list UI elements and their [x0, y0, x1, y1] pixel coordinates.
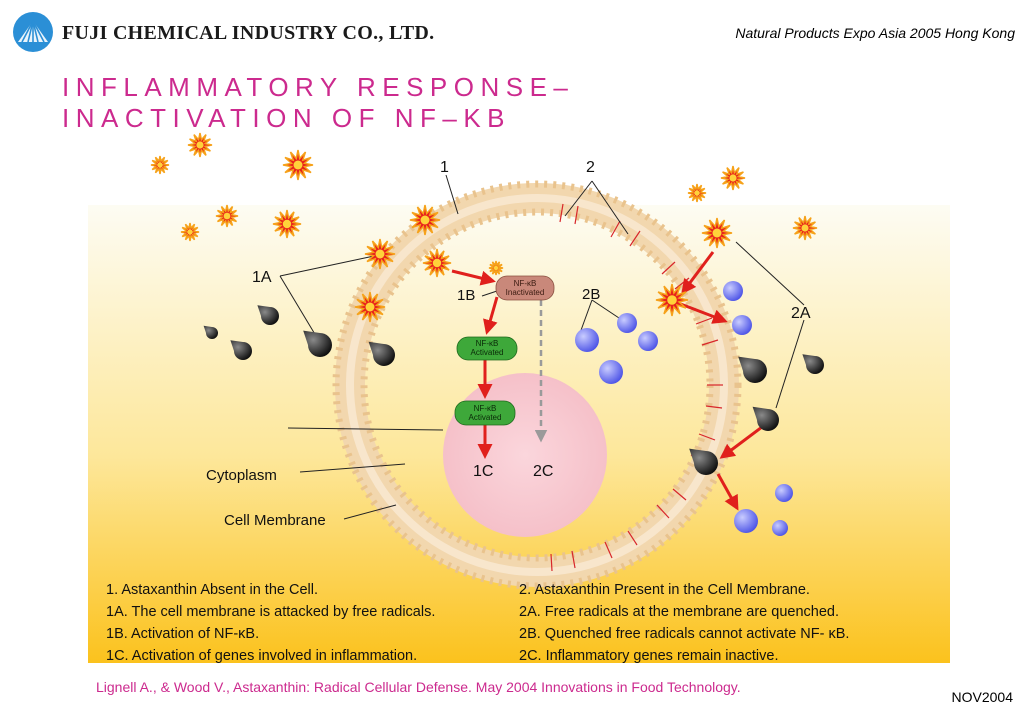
company-name: FUJI CHEMICAL INDUSTRY CO., LTD.: [62, 22, 435, 44]
quenched-radicals: [575, 281, 793, 536]
legend-left-2: 1A. The cell membrane is attacked by fre…: [106, 604, 435, 620]
event-name: Natural Products Expo Asia 2005 Hong Kon…: [735, 25, 1015, 41]
nf-kb-inactivated-l1: NF-κB: [514, 279, 537, 288]
legend-left-3: 1B. Activation of NF-κB.: [106, 626, 259, 642]
leader-lines: [279, 174, 805, 520]
legend-right-4: 2C. Inflammatory genes remain inactive.: [519, 648, 779, 664]
nf-kb-inactivated-l2: Inactivated: [506, 288, 545, 297]
black-drop-icon: [303, 330, 332, 357]
nf-kb-activated2-l2: Activated: [469, 413, 502, 422]
title-line-1: INFLAMMATORY RESPONSE–: [62, 72, 575, 102]
label-1a: 1A: [252, 269, 272, 286]
blue-sphere-icon: [638, 331, 658, 351]
black-drop-icon: [203, 325, 218, 339]
label-cell-membrane: Cell Membrane: [224, 512, 326, 529]
nf-kb-inactivated-box: NF-κB Inactivated: [495, 275, 555, 301]
black-drop-icon: [738, 356, 767, 383]
legend-right: 2. Astaxanthin Present in the Cell Membr…: [519, 582, 849, 664]
attacker-drops: [203, 305, 824, 475]
black-drop-icon: [802, 354, 824, 374]
legend-right-3: 2B. Quenched free radicals cannot activa…: [519, 626, 849, 642]
blue-sphere-icon: [775, 484, 793, 502]
label-2a: 2A: [791, 305, 811, 322]
free-radicals: [150, 132, 818, 323]
starburst-core: [712, 228, 722, 238]
legend-left-1: 1. Astaxanthin Absent in the Cell.: [106, 582, 318, 598]
black-drop-icon: [752, 406, 779, 431]
starburst-core: [282, 219, 292, 229]
starburst-core: [801, 224, 809, 232]
starburst-core: [187, 229, 193, 235]
blue-sphere-icon: [734, 509, 758, 533]
nf-kb-activated-box-1: NF-κB Activated: [456, 336, 518, 361]
legend-left-4: 1C. Activation of genes involved in infl…: [106, 648, 417, 664]
starburst-core: [432, 258, 442, 268]
starburst-core: [667, 295, 677, 305]
starburst-core: [420, 215, 430, 225]
label-1b: 1B: [457, 287, 475, 304]
label-cytoplasm: Cytoplasm: [206, 467, 277, 484]
nf-kb-activated1-l2: Activated: [471, 348, 504, 357]
label-2: 2: [586, 159, 595, 176]
black-drop-icon: [368, 341, 395, 366]
black-drop-icon: [689, 448, 718, 475]
blue-sphere-icon: [732, 315, 752, 335]
black-drop-icon: [257, 305, 279, 325]
starburst-core: [293, 160, 303, 170]
label-2c: 2C: [533, 463, 553, 480]
blue-sphere-icon: [723, 281, 743, 301]
blue-sphere-icon: [617, 313, 637, 333]
citation: Lignell A., & Wood V., Astaxanthin: Radi…: [96, 679, 741, 695]
nf-kb-activated-box-2: NF-κB Activated: [454, 400, 516, 426]
starburst-core: [729, 174, 737, 182]
starburst-core: [223, 212, 231, 220]
black-drop-icon: [230, 340, 252, 360]
blue-sphere-icon: [772, 520, 788, 536]
legend-left: 1. Astaxanthin Absent in the Cell. 1A. T…: [106, 582, 435, 664]
legend-right-1: 2. Astaxanthin Present in the Cell Membr…: [519, 582, 810, 598]
starburst-core: [157, 162, 163, 168]
nucleus: [443, 373, 607, 537]
page-title: INFLAMMATORY RESPONSE– INACTIVATION OF N…: [62, 72, 574, 134]
starburst-core: [493, 265, 499, 271]
label-1: 1: [440, 159, 449, 176]
nf-kb-activated2-l1: NF-κB: [474, 404, 497, 413]
starburst-core: [365, 302, 375, 312]
starburst-core: [694, 190, 700, 196]
pathway-arrows: [451, 251, 767, 511]
starburst-core: [375, 249, 385, 259]
blue-sphere-icon: [575, 328, 599, 352]
blue-sphere-icon: [599, 360, 623, 384]
starburst-core: [196, 141, 204, 149]
nf-kb-activated1-l1: NF-κB: [476, 339, 499, 348]
date-stamp: NOV2004: [951, 689, 1013, 705]
fuji-logo-icon: [13, 12, 53, 52]
title-line-2: INACTIVATION OF NF–KB: [62, 103, 512, 133]
label-2b: 2B: [582, 286, 600, 303]
label-1c: 1C: [473, 463, 493, 480]
legend-right-2: 2A. Free radicals at the membrane are qu…: [519, 604, 839, 620]
